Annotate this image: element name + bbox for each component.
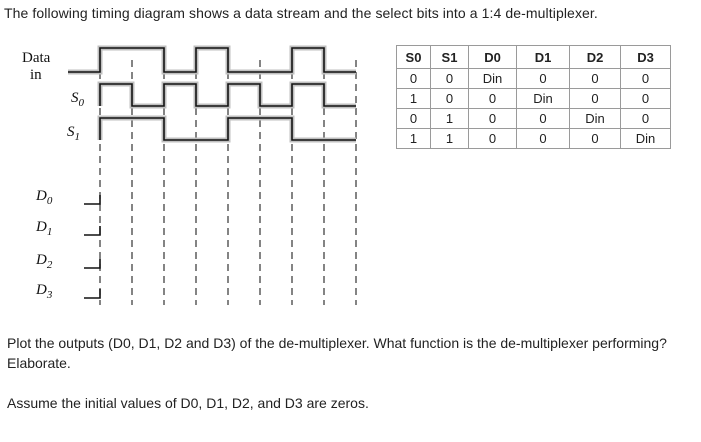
table-cell: 0 xyxy=(569,128,621,149)
table-cell: 0 xyxy=(468,108,517,129)
table-cell: Din xyxy=(620,128,671,149)
table-cell: 0 xyxy=(620,108,671,129)
table-cell: 0 xyxy=(620,88,671,109)
header-s1: S1 xyxy=(430,45,469,69)
s0-label: S0 xyxy=(71,90,85,109)
table-cell: 1 xyxy=(430,128,469,149)
header-d3: D3 xyxy=(620,45,671,69)
s1-label: S1 xyxy=(67,124,80,143)
data-in-label-line1: Data xyxy=(22,50,51,66)
data-in-label-line2: in xyxy=(30,67,42,83)
d2-label: D2 xyxy=(35,252,53,271)
table-cell: Din xyxy=(569,108,621,129)
header-d1: D1 xyxy=(516,45,570,69)
table-cell: 1 xyxy=(430,108,469,129)
output-baselines xyxy=(84,195,101,299)
table-cell: Din xyxy=(468,68,517,89)
d3-label: D3 xyxy=(35,282,53,301)
table-cell: 0 xyxy=(516,108,570,129)
d1-baseline xyxy=(84,226,101,236)
table-cell: 0 xyxy=(430,88,469,109)
d0-label: D0 xyxy=(35,188,53,207)
table-cell: 0 xyxy=(620,68,671,89)
question-text: Plot the outputs (D0, D1, D2 and D3) of … xyxy=(7,335,667,371)
intro-text: The following timing diagram shows a dat… xyxy=(4,5,598,21)
table-cell: 0 xyxy=(569,68,621,89)
table-row: 1 0 0 Din 0 0 xyxy=(396,88,671,109)
table-cell: 0 xyxy=(396,68,431,89)
table-cell: Din xyxy=(516,88,570,109)
d0-baseline xyxy=(84,195,101,205)
assumption-text: Assume the initial values of D0, D1, D2,… xyxy=(7,395,369,411)
d3-baseline xyxy=(84,289,101,299)
table-cell: 0 xyxy=(516,128,570,149)
table-cell: 1 xyxy=(396,128,431,149)
table-cell: 0 xyxy=(516,68,570,89)
truth-table: S0 S1 D0 D1 D2 D3 0 0 Din 0 0 0 1 0 0 Di… xyxy=(396,45,671,149)
signal-labels: Data in S0 S1 D0 D1 D2 D3 xyxy=(22,50,85,301)
table-cell: 0 xyxy=(430,68,469,89)
data-in-waveform xyxy=(68,45,356,75)
table-cell: 0 xyxy=(468,88,517,109)
table-cell: 0 xyxy=(396,108,431,129)
table-header-row: S0 S1 D0 D1 D2 D3 xyxy=(396,45,671,69)
header-d0: D0 xyxy=(468,45,517,69)
table-cell: 1 xyxy=(396,88,431,109)
table-row: 1 1 0 0 0 Din xyxy=(396,128,671,149)
table-row: 0 0 Din 0 0 0 xyxy=(396,68,671,89)
s0-waveform xyxy=(97,81,356,109)
table-cell: 0 xyxy=(569,88,621,109)
header-s0: S0 xyxy=(396,45,431,69)
table-cell: 0 xyxy=(468,128,517,149)
s1-waveform xyxy=(97,115,356,143)
d2-baseline xyxy=(84,259,101,269)
d1-label: D1 xyxy=(35,219,52,238)
table-row: 0 1 0 0 Din 0 xyxy=(396,108,671,129)
header-d2: D2 xyxy=(569,45,621,69)
